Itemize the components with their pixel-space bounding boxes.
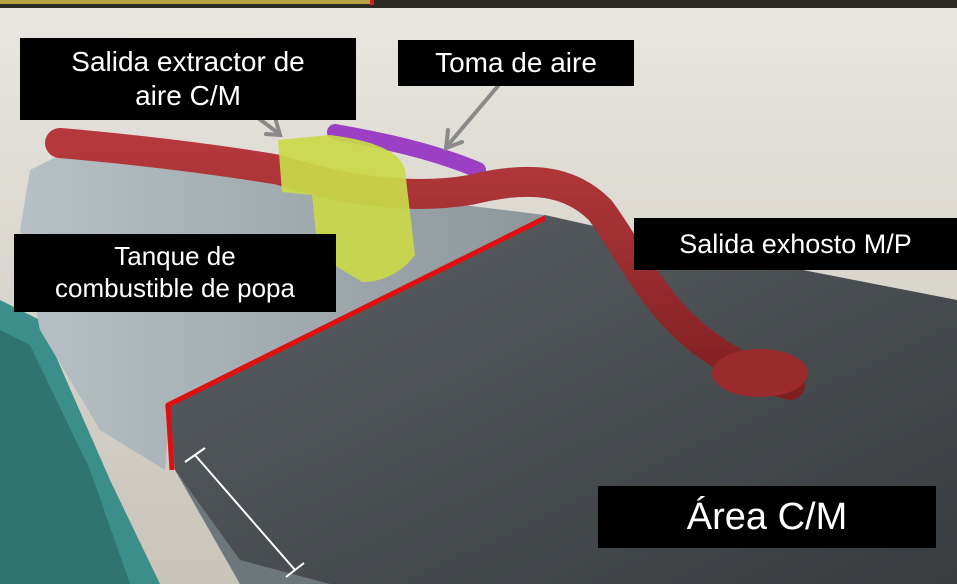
label-toma-aire-text: Toma de aire [435,46,597,78]
label-tanque-combustible-text: Tanque de combustible de popa [55,241,295,303]
label-area-cm-text: Área C/M [686,495,848,538]
exhaust-pipe [45,128,805,400]
label-salida-exhosto-text: Salida exhosto M/P [679,228,912,259]
exhaust-outlet [712,349,808,397]
air-intake-pipe [327,124,486,178]
label-salida-exhosto: Salida exhosto M/P [634,218,957,270]
label-area-cm: Área C/M [598,486,936,548]
label-salida-extractor-text: Salida extractor de aire C/M [71,45,305,111]
teal-shadow [0,330,130,584]
label-toma-aire: Toma de aire [398,40,634,86]
top-strip [0,0,957,8]
fuel-tank [278,135,415,282]
boundary-line [165,215,547,471]
top-strip-accent [0,0,370,4]
dimension-marker [184,447,305,578]
top-strip-mark [370,0,374,5]
label-salida-extractor: Salida extractor de aire C/M [20,38,356,120]
label-tanque-combustible: Tanque de combustible de popa [14,234,336,312]
pointer-arrows [243,84,500,152]
